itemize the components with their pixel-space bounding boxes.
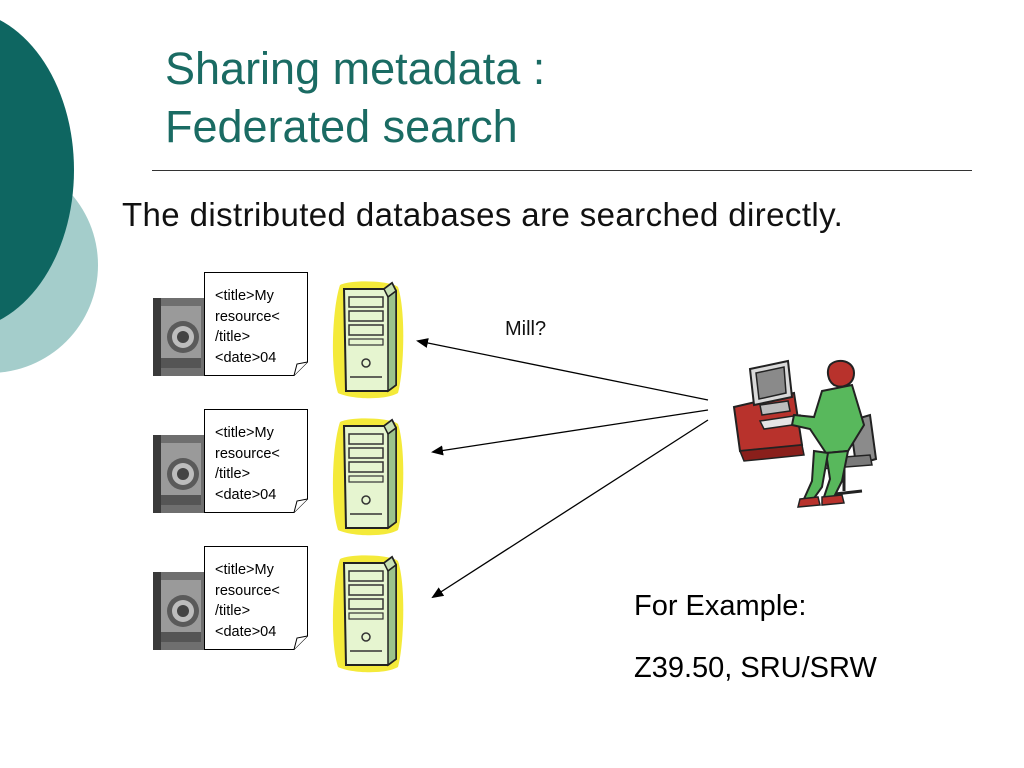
arrow-icon [431,419,709,599]
server-icon [332,281,404,399]
record-line: <title>My [215,288,274,304]
record-line: <title>My [215,425,274,441]
document-icon: <title>My resource< /title> <date>04 [204,546,308,650]
photo-thumbnail-icon [153,298,205,376]
record-line: resource< [215,445,280,462]
document-icon: <title>My resource< /title> <date>04 [204,409,308,513]
record-line: resource< [215,308,280,325]
query-label: Mill? [505,318,547,340]
example-heading: For Example: [634,590,807,622]
metadata-record: <title>My resource< /title> <date>04 [215,560,280,642]
document-icon: <title>My resource< /title> <date>04 [204,272,308,376]
example-protocols: Z39.50, SRU/SRW [634,652,877,684]
slide-title: Sharing metadata : Federated search [165,40,545,156]
record-line: resource< [215,582,280,599]
record-line: <date>04 [215,486,277,503]
metadata-record: <title>My resource< /title> <date>04 [215,423,280,505]
arrow-icon [431,409,709,456]
photo-thumbnail-icon [153,572,205,650]
record-line: <title>My [215,562,274,578]
record-line: /title> [215,603,251,619]
record-line: <date>04 [215,349,277,366]
record-line: /title> [215,329,251,345]
metadata-record: <title>My resource< /title> <date>04 [215,286,280,368]
decorative-circles [0,20,98,373]
title-line-1: Sharing metadata : [165,43,546,94]
user-at-computer-icon [732,359,878,508]
title-divider [152,170,972,171]
record-line: <date>04 [215,623,277,640]
arrow-icon [416,338,709,401]
slide-subtitle: The distributed databases are searched d… [122,196,844,233]
server-icon [332,555,404,673]
title-line-2: Federated search [165,101,518,152]
server-icon [332,418,404,536]
record-line: /title> [215,466,251,482]
photo-thumbnail-icon [153,435,205,513]
